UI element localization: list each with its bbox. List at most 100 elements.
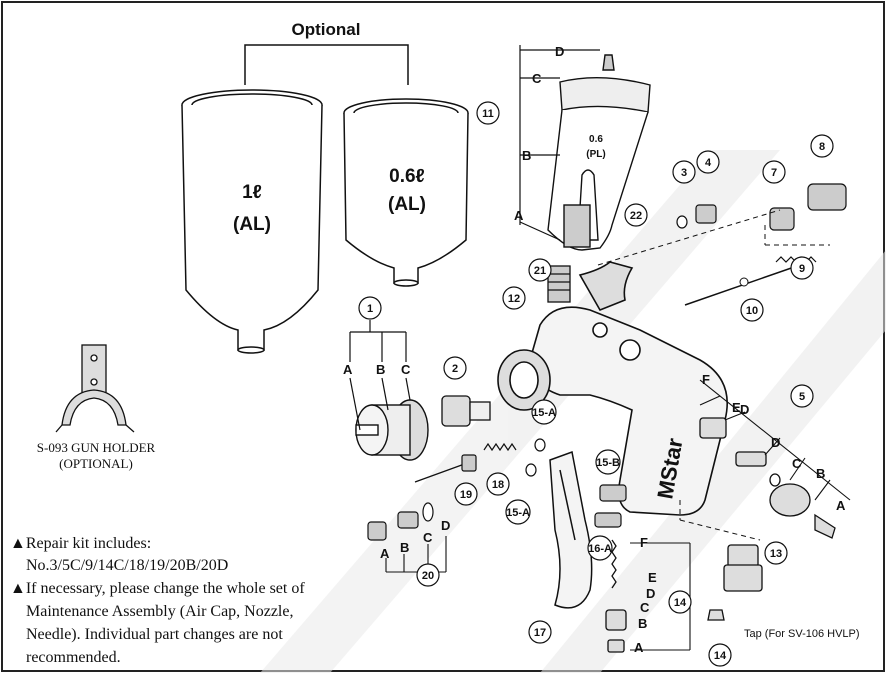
callout-5: 5 <box>790 384 814 408</box>
optional-title: Optional <box>292 20 361 39</box>
parts-15-16 <box>525 438 627 528</box>
svg-text:9: 9 <box>799 263 805 275</box>
svg-text:14: 14 <box>674 597 687 609</box>
callout-17: 17 <box>528 620 552 644</box>
svg-text:22: 22 <box>630 210 642 222</box>
callout-7: 7 <box>762 160 786 184</box>
svg-text:2: 2 <box>452 363 458 375</box>
callout-9: 9 <box>790 256 814 280</box>
callout-16a: 16-A <box>587 535 613 561</box>
letter-1b: B <box>376 362 385 377</box>
svg-text:20: 20 <box>422 570 434 582</box>
cup-06l-material: (AL) <box>388 194 426 215</box>
svg-text:4: 4 <box>705 157 712 169</box>
packing-20 <box>367 502 434 541</box>
cup-1l <box>181 89 323 354</box>
svg-text:14: 14 <box>714 650 727 662</box>
svg-text:15-B: 15-B <box>596 457 620 469</box>
callout-11: 11 <box>476 101 500 125</box>
svg-text:15-A: 15-A <box>532 407 556 419</box>
tap-note: Tap (For SV-106 HVLP) <box>744 628 860 640</box>
parts-13-14 <box>605 539 763 653</box>
letter-20b: B <box>400 540 409 555</box>
letter-20d: D <box>441 518 450 533</box>
svg-text:7: 7 <box>771 167 777 179</box>
guide-lines <box>597 209 830 541</box>
svg-text:13: 13 <box>770 548 782 560</box>
callout-12: 12 <box>502 286 526 310</box>
letter-5b: B <box>816 466 825 481</box>
svg-text:10: 10 <box>746 305 758 317</box>
svg-text:5: 5 <box>799 391 805 403</box>
needle-rod-ball <box>739 277 749 287</box>
svg-text:12: 12 <box>508 293 520 305</box>
letter-11d: D <box>555 44 564 59</box>
callout-3: 3 <box>672 160 696 184</box>
bracket-1 <box>349 320 411 431</box>
note-line: Needle). Individual part changes are not <box>26 626 283 643</box>
letter-14d: D <box>646 586 655 601</box>
letter-11a: A <box>514 208 524 223</box>
gun-holder <box>55 344 135 433</box>
letter-labels: A B C D A B C D A B C D A B C D E F A B … <box>343 44 846 655</box>
svg-text:15-A: 15-A <box>506 507 530 519</box>
letter-1c: C <box>401 362 411 377</box>
gun-body <box>497 261 729 516</box>
callout-8: 8 <box>810 134 834 158</box>
callout-2: 2 <box>443 356 467 380</box>
letter-14f: F <box>640 535 648 550</box>
note-line: ▲Repair kit includes: <box>10 535 151 552</box>
letter-5a: A <box>836 498 846 513</box>
callout-14-bracket: 14 <box>668 590 692 614</box>
callout-20: 20 <box>416 563 440 587</box>
parts-3-4 <box>676 204 717 229</box>
note-line: Maintenance Assembly (Air Cap, Nozzle, <box>26 603 293 620</box>
note-line: No.3/5C/9/14C/18/19/20B/20D <box>26 557 228 574</box>
trigger <box>549 450 593 609</box>
letter-14e: E <box>648 570 657 585</box>
svg-text:17: 17 <box>534 627 546 639</box>
holder-subtitle: (OPTIONAL) <box>59 456 133 471</box>
letter-11c: C <box>532 71 542 86</box>
gravity-cup <box>547 54 651 251</box>
bracket-11 <box>519 45 600 241</box>
callout-22: 22 <box>624 203 648 227</box>
letter-5c: C <box>792 456 802 471</box>
callout-19: 19 <box>454 482 478 506</box>
cup-1l-size: 1ℓ <box>242 182 262 203</box>
callout-15a-lower: 15-A <box>505 499 531 525</box>
callout-15a-upper: 15-A <box>531 399 557 425</box>
letter-11b: B <box>522 148 531 163</box>
callout-21: 21 <box>528 258 552 282</box>
parts-7-8-9 <box>769 183 847 263</box>
callout-15b: 15-B <box>595 449 621 475</box>
letter-5d2: D <box>740 402 749 417</box>
letter-14b: B <box>638 616 647 631</box>
repair-notes: ▲Repair kit includes: No.3/5C/9/14C/18/1… <box>10 535 305 666</box>
letter-20c: C <box>423 530 433 545</box>
bracket-5 <box>699 379 851 501</box>
callout-18: 18 <box>486 472 510 496</box>
holder-title: S-093 GUN HOLDER <box>37 440 156 455</box>
svg-text:3: 3 <box>681 167 687 179</box>
callout-13: 13 <box>764 541 788 565</box>
optional-bracket <box>244 44 409 85</box>
svg-text:16-A: 16-A <box>588 543 612 555</box>
callout-10: 10 <box>740 298 764 322</box>
letter-5f: F <box>702 372 710 387</box>
cup-label-size: 0.6 <box>589 134 603 145</box>
letter-1a: A <box>343 362 353 377</box>
letter-5e: E <box>732 400 741 415</box>
adjuster-5 <box>699 417 836 539</box>
cup-1l-material: (AL) <box>233 214 271 235</box>
callout-4: 4 <box>696 150 720 174</box>
cup-06l-size: 0.6ℓ <box>389 166 425 187</box>
callout-14-tap: 14 <box>708 643 732 667</box>
letter-14c: C <box>640 600 650 615</box>
air-cap-assembly <box>355 399 429 461</box>
part-21 <box>547 265 571 303</box>
nozzle <box>441 395 491 427</box>
